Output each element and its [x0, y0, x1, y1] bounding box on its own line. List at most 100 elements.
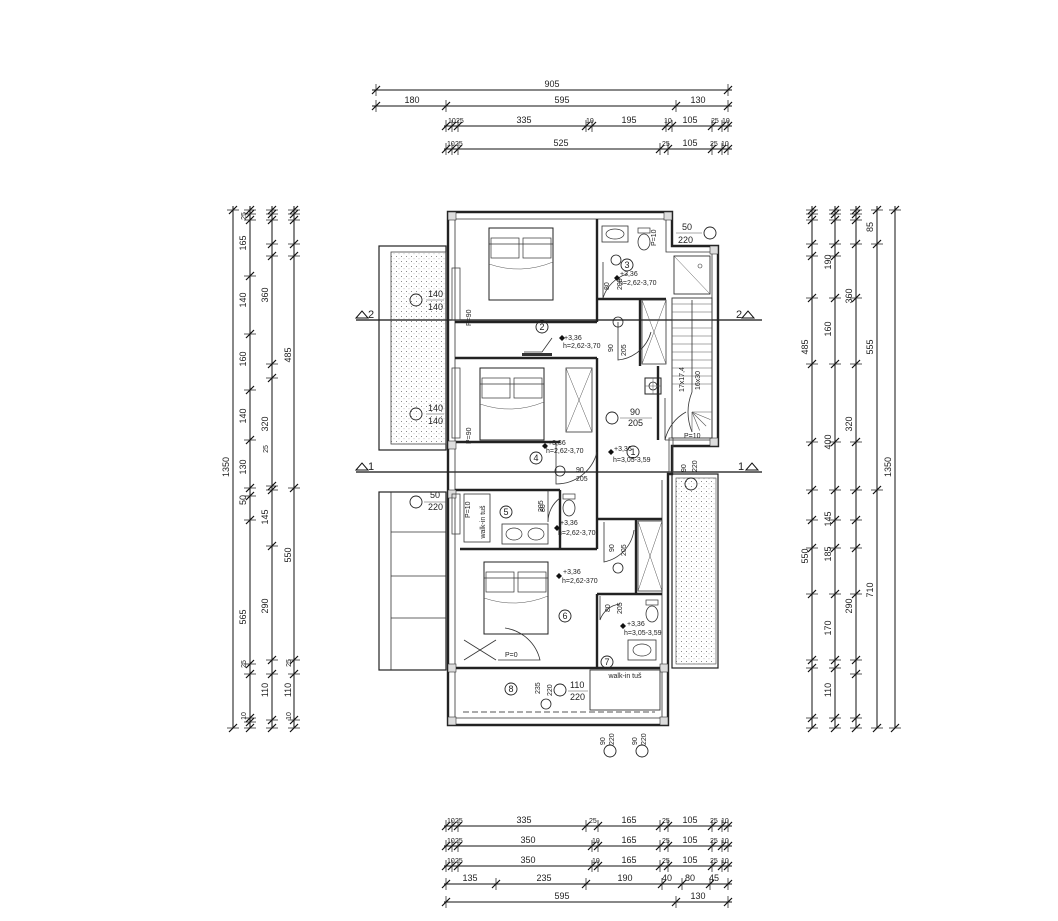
door-width: 80 — [540, 504, 547, 512]
door-height: 220 — [547, 684, 554, 696]
right-dimension-chains: 190 360 160 400 320 145 185 290 170 110 … — [800, 205, 901, 733]
dim-text: 25 — [589, 818, 597, 825]
dim-text: 10 — [447, 858, 455, 865]
level-marker: +3,36 h=2,62-3,70 — [542, 440, 584, 455]
dim-text: 350 — [520, 855, 535, 865]
dim-text: 10 — [721, 858, 729, 865]
dim-text: 105 — [682, 835, 697, 845]
door-height: 205 — [538, 500, 545, 512]
dim-text: 595 — [554, 95, 569, 105]
dim-text: 110 — [823, 683, 833, 697]
terrace-paving — [390, 251, 447, 445]
dim-text: 130 — [690, 891, 705, 901]
double-bed-icon — [479, 367, 545, 441]
dim-text: 50 — [238, 495, 248, 505]
door-width: 80 — [605, 604, 612, 612]
room-number: 8 — [508, 684, 513, 694]
boiler-icon — [644, 377, 662, 395]
dim-text: 145 — [823, 511, 833, 526]
dim-text: 130 — [238, 459, 248, 474]
level-height: h=2,62-370 — [562, 578, 598, 585]
opening-marker — [612, 316, 624, 328]
opening-marker — [603, 744, 617, 758]
dim-text: 160 — [238, 351, 248, 366]
furniture: walk-in tuš walk-in tuš — [463, 225, 713, 711]
dim-text: 555 — [865, 339, 875, 354]
opening-marker — [409, 407, 423, 421]
room-4-tag: 4 — [529, 451, 543, 465]
opening-height: 220 — [428, 502, 443, 512]
door-width: 235 — [535, 682, 542, 694]
opening-height: 140 — [428, 416, 443, 426]
opening-callouts: 140 140 140 140 50 220 50 220 90 205 110… — [409, 222, 717, 758]
room-number: 6 — [562, 611, 567, 621]
opening-marker — [409, 293, 423, 307]
dim-text: 10 — [286, 712, 293, 720]
dim-text: 550 — [800, 548, 810, 563]
parapet-label: P=10 — [684, 433, 701, 440]
opening-marker — [635, 744, 649, 758]
room-3-tag: 3 — [620, 258, 634, 272]
dim-text: 10 — [721, 838, 729, 845]
dim-text: 25 — [286, 659, 293, 667]
room-2-tag: 2 — [535, 320, 549, 334]
terrace-right-paving — [675, 477, 717, 665]
dim-text: 25 — [710, 858, 718, 865]
dim-text: 105 — [682, 815, 697, 825]
parapet-label: P=10 — [465, 501, 472, 518]
dim-text: 85 — [865, 222, 875, 232]
dim-text: 10 — [447, 838, 455, 845]
dim-text: 25 — [662, 141, 670, 148]
opening-width: 90 — [632, 737, 639, 745]
door-width: 90 — [609, 544, 616, 552]
dim-text: 10 — [448, 118, 456, 125]
dim-text: 10 — [447, 818, 455, 825]
door-height: 205 — [621, 344, 628, 356]
washbasin-icon — [627, 639, 657, 661]
wardrobe-icon — [637, 520, 663, 592]
dim-text: 140 — [238, 292, 248, 307]
level-height: h=2,62-3,70 — [619, 280, 657, 287]
dim-text: 45 — [709, 873, 719, 883]
dim-text: 25 — [662, 858, 670, 865]
level-marker: +3,36 h=2,62-370 — [556, 569, 598, 585]
dim-text: 10 — [447, 141, 455, 148]
stair-label: 17x17,4 — [679, 367, 686, 392]
dim-text: 160 — [823, 321, 833, 336]
room-5-tag: 5 — [499, 505, 513, 519]
dim-text: 10 — [592, 838, 600, 845]
washbasin-icon — [601, 225, 629, 243]
opening-height: 220 — [570, 692, 585, 702]
section-label: 1 — [368, 461, 374, 473]
opening-height: 140 — [428, 302, 443, 312]
stair-winder — [691, 411, 700, 431]
dim-text: 140 — [238, 408, 248, 423]
dim-text: 350 — [520, 835, 535, 845]
opening-marker — [703, 226, 717, 240]
dim-text: 525 — [553, 138, 568, 148]
room-number: 7 — [604, 657, 609, 667]
double-bed-icon — [488, 227, 554, 301]
dim-text: 360 — [260, 287, 270, 302]
dim-text: 110 — [283, 683, 293, 697]
level-marker: +3,36 h=3,05-3,59 — [620, 621, 662, 637]
section-label: 1 — [738, 461, 744, 473]
level-text: +3,36 — [627, 621, 645, 628]
parapet-label: P=10 — [651, 229, 658, 246]
dim-text: 10 — [721, 141, 729, 148]
staircase — [671, 297, 713, 439]
dim-text: 25 — [711, 118, 719, 125]
parapet-label: P=90 — [466, 309, 473, 326]
stair-label: 16x30 — [695, 371, 702, 390]
dim-text: 1350 — [221, 457, 231, 477]
dim-text: 10 — [721, 818, 729, 825]
dim-text: 165 — [238, 235, 248, 250]
dim-text: 135 — [462, 873, 477, 883]
opening-marker — [612, 562, 624, 574]
dim-text: 25 — [710, 818, 718, 825]
level-text: +3,36 — [560, 520, 578, 527]
dim-text: 190 — [823, 254, 833, 269]
dim-text: 165 — [621, 835, 636, 845]
room-7-tag: 7 — [600, 655, 614, 669]
